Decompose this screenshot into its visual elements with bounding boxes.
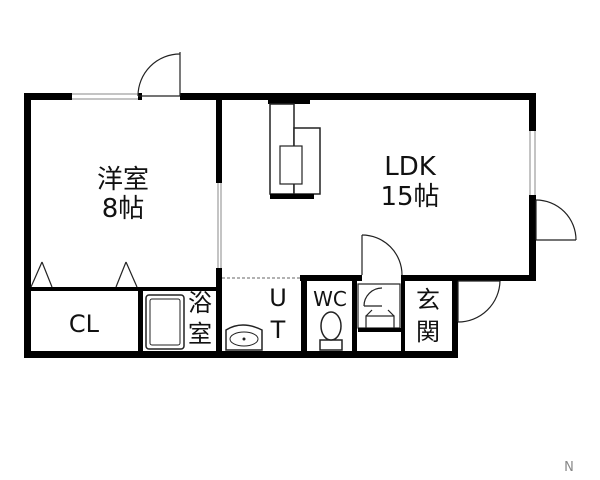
bath-label-1: 浴 [188,289,212,317]
compass-label: N [564,460,574,475]
interior-walls [24,93,458,358]
utility-label-1: U [269,284,287,312]
top-window [72,93,138,100]
ldk-side-door [535,199,577,241]
entrance-door [457,280,501,323]
closet-label: CL [69,310,100,338]
washbasin [225,324,263,351]
closet-doors [30,261,138,288]
ldk-size: 15帖 [380,182,439,212]
toilet [319,311,343,351]
entrance-label-2: 関 [416,318,440,346]
outer-walls [24,93,536,358]
entrance-fixtures [357,283,402,332]
kitchen-counter [268,98,321,199]
western-room-size: 8帖 [102,194,145,224]
entrance-label-1: 玄 [416,286,440,314]
western-room-name: 洋室 [97,165,149,195]
wc-door [361,234,403,276]
bath-label-2: 室 [188,320,212,348]
ldk-name: LDK [384,152,437,182]
utility-label-2: T [270,316,286,344]
western-room-door [137,52,181,100]
ldk-right-window [529,131,536,195]
bathtub [145,294,185,350]
toilet-label: WC [313,287,347,311]
